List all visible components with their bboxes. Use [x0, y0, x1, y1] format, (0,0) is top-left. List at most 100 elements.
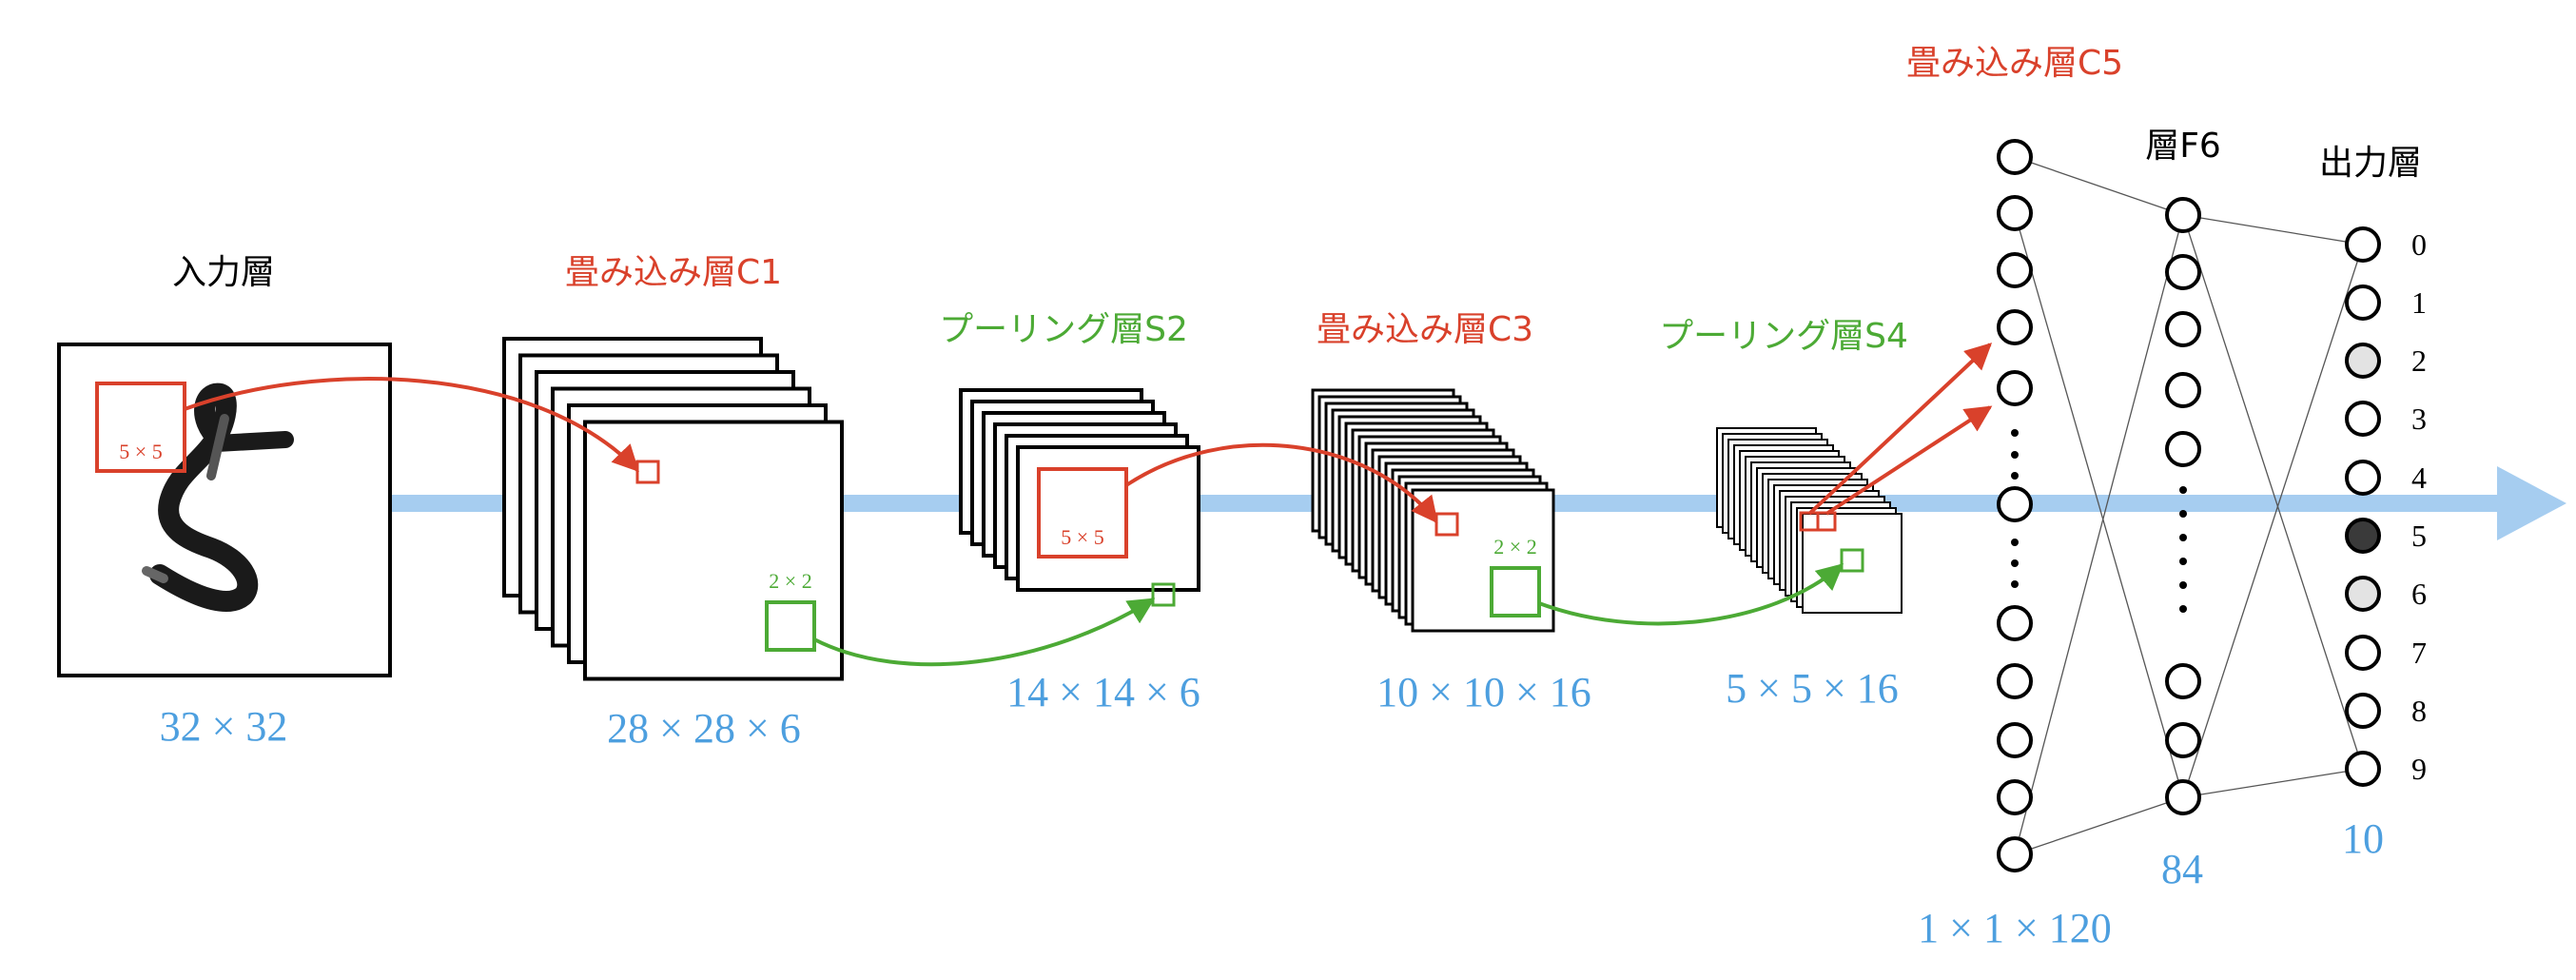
f6-neuron-6: [2165, 663, 2201, 699]
output-title: 出力層: [2319, 144, 2422, 183]
f6-neuron-8: [2165, 779, 2201, 815]
fc-connections: [2014, 156, 2364, 855]
f6-neuron-2: [2165, 254, 2201, 290]
fc-line-f6-top-out-0: [2182, 214, 2364, 245]
digit-five-image: [142, 382, 294, 612]
c3-dims: 10 × 10 × 16: [1376, 669, 1591, 715]
s2-feature-maps: [959, 388, 1200, 592]
c5-neuron-8: [1997, 663, 2033, 699]
output-neuron-4: [2345, 460, 2381, 496]
fc-line-c5-top-f6-top: [2014, 156, 2184, 216]
connection-arrows: [184, 343, 1993, 667]
output-neuron-6: [2345, 576, 2381, 612]
input-dims: 32 × 32: [160, 703, 288, 750]
c3-target-box: [1434, 512, 1459, 537]
f6-neuron-3: [2165, 311, 2201, 347]
s2-kernel-label: 5 × 5: [1061, 525, 1103, 549]
c1-map-6: [583, 420, 844, 681]
input-layer: 入力層 5 × 5 32 × 32: [57, 253, 392, 750]
output-label-5: 5: [2411, 519, 2427, 553]
output-neuron-9: [2345, 751, 2381, 787]
c1-layer: 畳み込み層C1 2 × 2 28 × 28 × 6: [502, 253, 844, 752]
c1-feature-maps: [502, 337, 844, 681]
c5-ellipsis-dot-4: [2011, 539, 2019, 546]
fc-line-c5-bottom-f6-top: [2014, 214, 2184, 855]
arrow-s2-to-c3: [1124, 442, 1438, 524]
f6-ellipsis-dot-1: [2179, 486, 2187, 494]
input-kernel-box: [95, 382, 186, 473]
output-label-3: 3: [2411, 402, 2427, 436]
f6-ellipsis-dot-4: [2179, 558, 2187, 565]
output-neuron-3: [2345, 401, 2381, 437]
f6-title: 層F6: [2145, 127, 2221, 166]
output-label-7: 7: [2411, 636, 2427, 670]
output-neuron-2: [2345, 343, 2381, 379]
c3-layer: 畳み込み層C3 2 × 2 10 × 10 × 16: [1311, 310, 1591, 715]
output-neuron-7: [2345, 635, 2381, 671]
fc-line-f6-top-out-9: [2182, 214, 2364, 770]
output-label-2: 2: [2411, 343, 2427, 378]
f6-neuron-4: [2165, 372, 2201, 408]
c5-dims: 1 × 1 × 120: [1918, 905, 2112, 951]
c5-neuron-10: [1997, 779, 2033, 815]
output-neuron-5: [2345, 518, 2381, 554]
c5-neuron-1: [1997, 139, 2033, 175]
s2-kernel-box: [1037, 467, 1128, 559]
s2-target-box: [1151, 582, 1176, 607]
c5-title: 畳み込み層C5: [1906, 44, 2123, 83]
c3-map-16: [1411, 488, 1555, 633]
c5-ellipsis-dot-3: [2011, 472, 2019, 480]
f6-ellipsis-dot-5: [2179, 581, 2187, 589]
s4-layer: プーリング層S4 5 × 5 × 16: [1659, 317, 1908, 712]
c1-title: 畳み込み層C1: [565, 253, 782, 292]
c5-ellipsis-dot-2: [2011, 451, 2019, 459]
c5-neuron-5: [1997, 370, 2033, 406]
output-neuron-1: [2345, 284, 2381, 321]
s4-dims: 5 × 5 × 16: [1726, 665, 1899, 712]
s2-title: プーリング層S2: [939, 310, 1188, 349]
input-kernel-label: 5 × 5: [119, 440, 162, 463]
c5-neuron-4: [1997, 309, 2033, 345]
s2-layer: プーリング層S2 5 × 5 14 × 14 × 6: [939, 310, 1200, 715]
s2-dims: 14 × 14 × 6: [1006, 669, 1200, 715]
f6-ellipsis-dot-2: [2179, 510, 2187, 518]
input-layer-title: 入力層: [172, 253, 275, 292]
f6-neurons: [2165, 197, 2201, 815]
output-label-8: 8: [2411, 694, 2427, 728]
c3-title: 畳み込み層C3: [1317, 310, 1533, 349]
arrow-s4-to-c5-a: [1807, 343, 1993, 516]
fc-line-c5-bottom-f6-bottom: [2014, 796, 2184, 855]
c5-neuron-2: [1997, 195, 2033, 231]
c1-pool-box: [765, 600, 816, 652]
s4-target-box: [1840, 548, 1864, 573]
f6-neuron-5: [2165, 431, 2201, 467]
arrow-c3-to-s4: [1538, 563, 1844, 626]
f6-ellipsis-dot-6: [2179, 605, 2187, 613]
output-label-0: 0: [2411, 227, 2427, 262]
c5-neuron-7: [1997, 605, 2033, 641]
c5-ellipsis-dot-1: [2011, 429, 2019, 437]
f6-ellipsis-dot-3: [2179, 534, 2187, 541]
c5-neuron-9: [1997, 722, 2033, 758]
c3-pool-label: 2 × 2: [1493, 535, 1536, 559]
arrow-s4-to-c5-b: [1825, 405, 1993, 516]
fc-line-c5-2-f6-bottom: [2014, 212, 2184, 798]
c5-neuron-3: [1997, 252, 2033, 288]
c1-pool-label: 2 × 2: [769, 569, 811, 593]
c1-dims: 28 × 28 × 6: [607, 705, 801, 752]
output-label-9: 9: [2411, 752, 2427, 786]
fc-line-f6-bottom-out-0: [2182, 244, 2364, 798]
s4-title: プーリング層S4: [1659, 317, 1908, 356]
f6-dims: 84: [2161, 846, 2203, 892]
c5-neuron-6: [1997, 486, 2033, 522]
arrow-c1-to-s2: [813, 598, 1156, 667]
output-label-6: 6: [2411, 577, 2427, 611]
output-label-4: 4: [2411, 461, 2427, 495]
f6-neuron-7: [2165, 722, 2201, 758]
c5-neuron-11: [1997, 836, 2033, 872]
c5-neurons: [1997, 139, 2033, 872]
output-dims: 10: [2342, 815, 2384, 862]
